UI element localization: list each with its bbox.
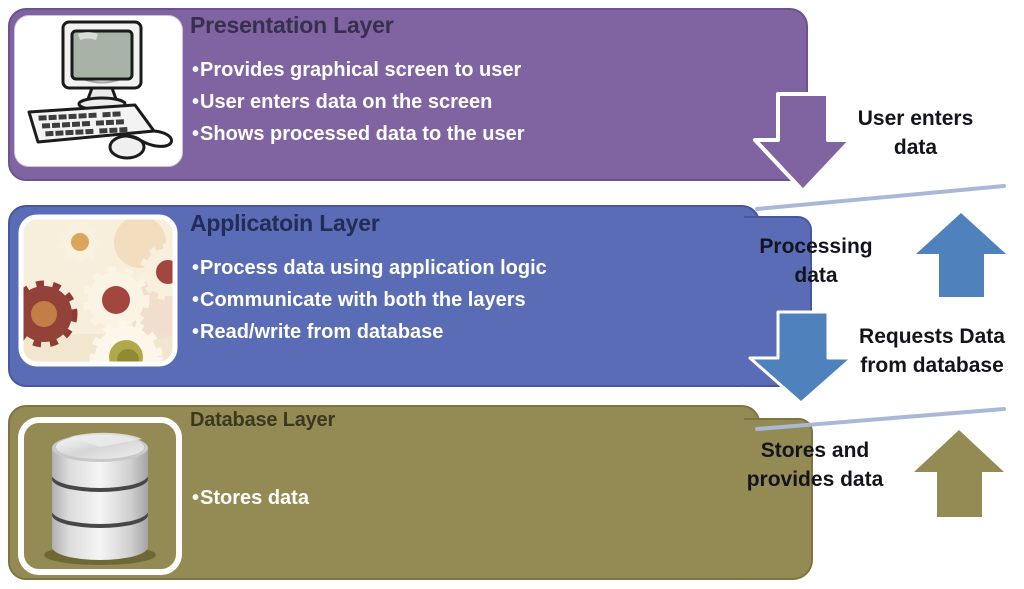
flow-label-requests-data: Requests Data from database <box>859 325 1005 377</box>
computer-icon <box>14 15 183 167</box>
processing-data-up-arrow <box>916 213 1006 297</box>
flow-label-stores-provides-data: Stores and provides data <box>746 439 884 491</box>
application-layer-title: Applicatoin Layer <box>190 210 380 236</box>
application-layer-bullets: Process data using application logic Com… <box>192 252 547 348</box>
database-icon <box>18 417 182 575</box>
flow-label-processing-data: Processing data <box>759 235 873 287</box>
database-layer-title: Database Layer <box>190 409 336 431</box>
database-layer-bullets: Stores data <box>192 482 309 514</box>
bullet-item: Shows processed data to the user <box>192 118 525 150</box>
bullet-item: Read/write from database <box>192 316 547 348</box>
bullet-item: User enters data on the screen <box>192 86 525 118</box>
separator-line-top <box>755 184 1006 211</box>
stores-provides-up-arrow <box>914 430 1004 517</box>
bullet-item: Communicate with both the layers <box>192 284 547 316</box>
bullet-item: Provides graphical screen to user <box>192 54 525 86</box>
gears-icon <box>18 214 178 367</box>
bullet-item: Stores data <box>192 482 309 514</box>
presentation-layer-title: Presentation Layer <box>190 12 394 38</box>
flow-label-user-enters-data: User enters data <box>857 107 974 159</box>
bullet-item: Process data using application logic <box>192 252 547 284</box>
presentation-layer-bullets: Provides graphical screen to user User e… <box>192 54 525 150</box>
